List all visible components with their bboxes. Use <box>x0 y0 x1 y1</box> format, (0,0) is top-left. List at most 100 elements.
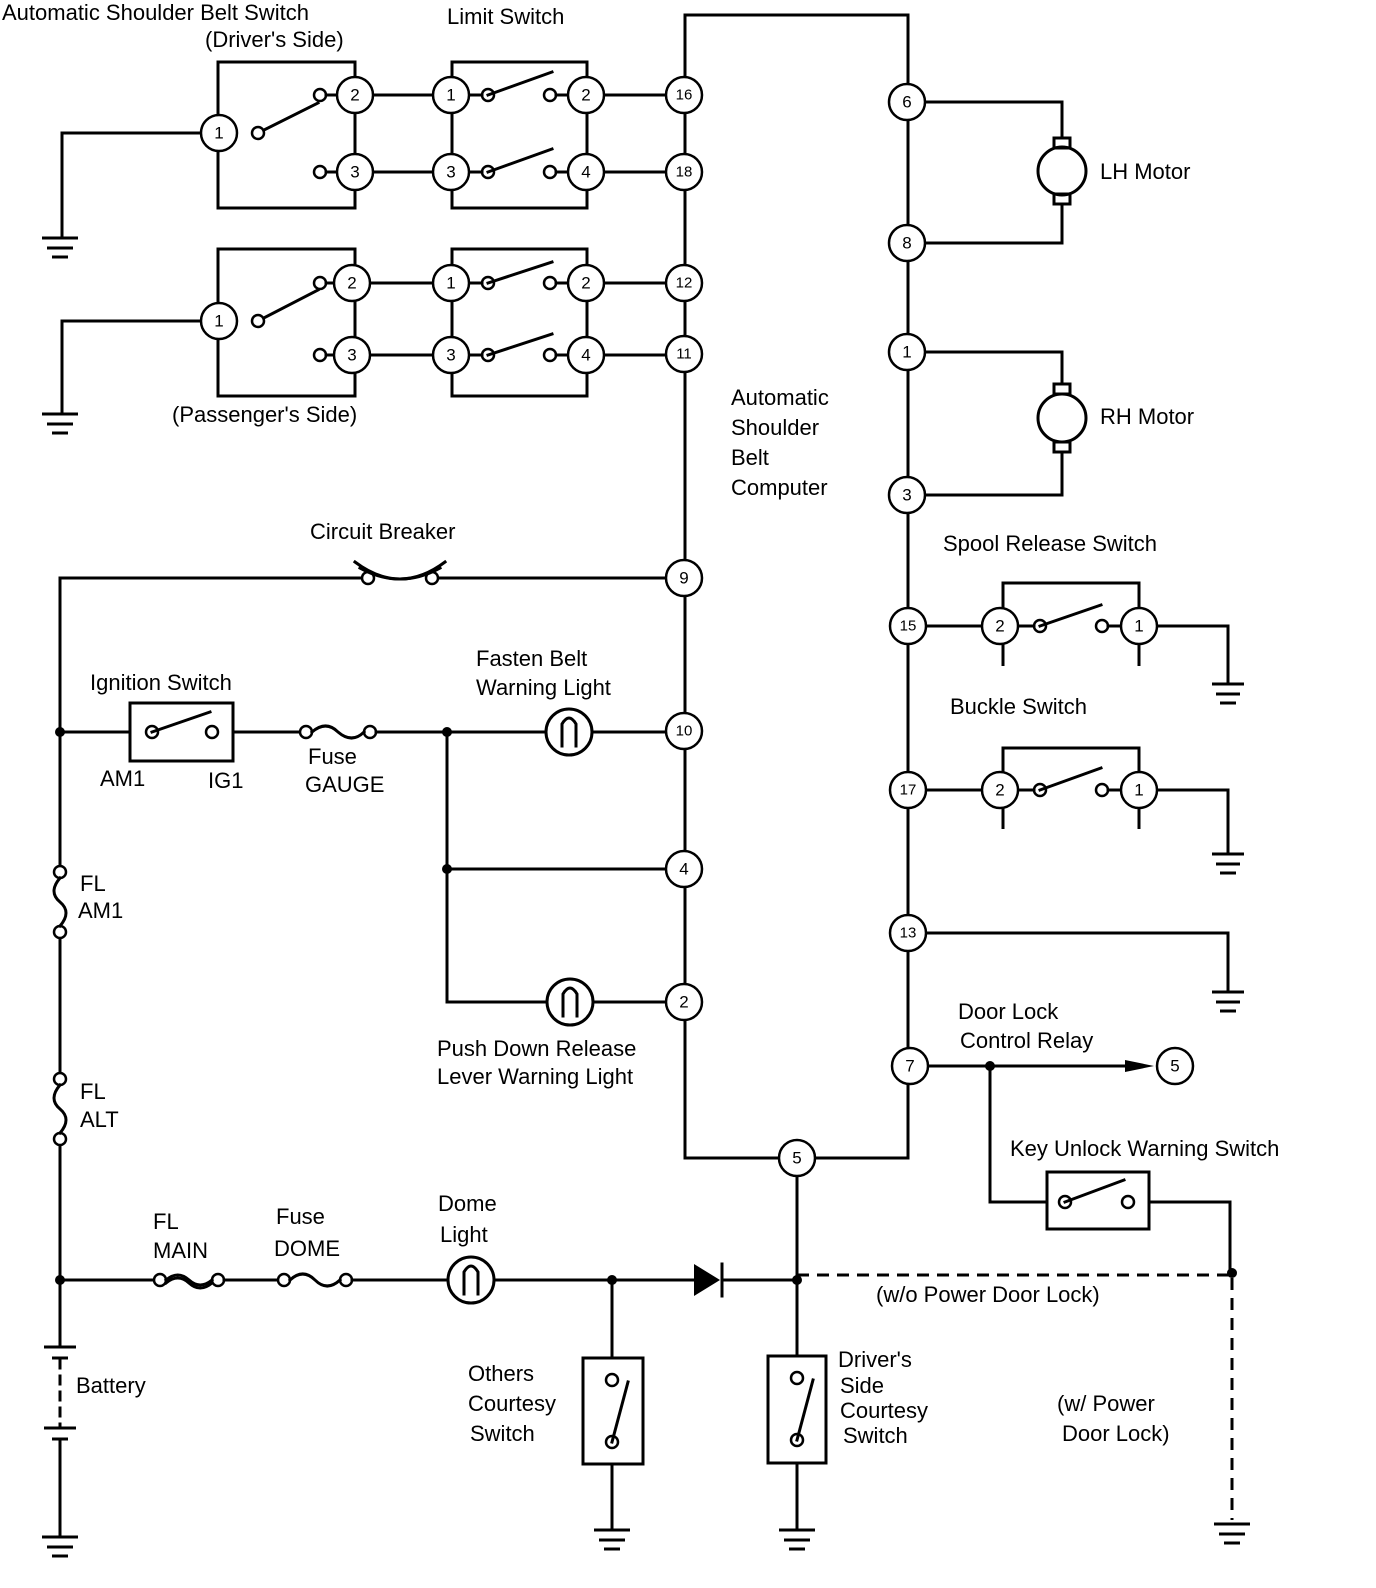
pin-connector: 16 <box>664 75 704 115</box>
dome-light <box>446 1255 496 1305</box>
ignition-switch-label: Ignition Switch <box>90 670 232 695</box>
pin-connector: 9 <box>664 558 704 598</box>
pin-connector: 3 <box>887 475 927 515</box>
buckle-switch-label: Buckle Switch <box>950 694 1087 719</box>
pin-connector: 8 <box>887 223 927 263</box>
pin-connector: 4 <box>566 152 606 192</box>
pin-connector: 1 <box>199 301 239 341</box>
svg-text:9: 9 <box>679 569 688 588</box>
svg-text:4: 4 <box>581 346 590 365</box>
spool-ground-icon <box>1212 682 1244 705</box>
lh-motor-label: LH Motor <box>1100 159 1190 184</box>
pin-connector: 4 <box>566 335 606 375</box>
pin-connector: 12 <box>664 263 704 303</box>
svg-text:15: 15 <box>900 618 917 635</box>
pin-connector: 7 <box>890 1046 930 1086</box>
fuse-dome-label: DOME <box>274 1236 340 1261</box>
pin-connector: 2 <box>335 75 375 115</box>
fuse-gauge <box>298 724 378 740</box>
fl-main <box>152 1272 226 1290</box>
computer-label: Automatic <box>731 385 829 410</box>
push-down-release-warning-light <box>545 977 595 1027</box>
lh-motor <box>906 100 1088 245</box>
door-lock-relay-label: Door Lock <box>958 999 1059 1024</box>
pin-connector: 5 <box>777 1138 817 1178</box>
pin-connector: 2 <box>566 263 606 303</box>
pin-connector: 17 <box>888 770 928 810</box>
svg-text:1: 1 <box>446 274 455 293</box>
pin-connector: 6 <box>887 82 927 122</box>
push-down-release-label: Push Down Release <box>437 1036 636 1061</box>
fasten-belt-warning-light <box>544 707 594 757</box>
fuse-gauge-label: GAUGE <box>305 772 384 797</box>
svg-text:4: 4 <box>679 860 688 879</box>
svg-text:2: 2 <box>581 86 590 105</box>
door-lock-control-relay <box>925 1060 1154 1072</box>
rh-motor-label: RH Motor <box>1100 404 1194 429</box>
fasten-belt-label: Fasten Belt <box>476 646 587 671</box>
ground-icon <box>42 412 78 435</box>
driver-courtesy-label: Switch <box>843 1423 908 1448</box>
pin-connector: 1 <box>431 75 471 115</box>
spool-release-switch <box>925 581 1230 684</box>
svg-text:5: 5 <box>1170 1057 1179 1076</box>
pin-connector: 1 <box>199 113 239 153</box>
passenger-shoulder-belt-switch <box>60 247 357 414</box>
others-courtesy-label: Others <box>468 1361 534 1386</box>
wo-power-door-lock-label: (w/o Power Door Lock) <box>876 1282 1100 1307</box>
fuse-dome-label: Fuse <box>276 1204 325 1229</box>
svg-text:2: 2 <box>995 781 1004 800</box>
fuse-gauge-label: Fuse <box>308 744 357 769</box>
ground-icon <box>1214 1522 1250 1545</box>
svg-text:13: 13 <box>900 925 917 942</box>
svg-text:2: 2 <box>679 993 688 1012</box>
dome-light-label: Light <box>440 1222 488 1247</box>
limit-switch-label: Limit Switch <box>447 4 564 29</box>
computer-ground-icon <box>1212 990 1244 1013</box>
svg-text:2: 2 <box>995 617 1004 636</box>
pin-connector: 2 <box>566 75 606 115</box>
svg-text:11: 11 <box>676 346 692 363</box>
driver-courtesy-label: Courtesy <box>840 1398 928 1423</box>
ground-icon <box>42 1535 78 1558</box>
key-unlock-warning-switch <box>988 1064 1232 1274</box>
pin-connector: 5 <box>1155 1046 1195 1086</box>
circuit-breaker <box>58 559 667 586</box>
battery-label: Battery <box>76 1373 146 1398</box>
driver-courtesy-switch <box>766 1354 828 1530</box>
w-power-door-lock-label: (w/ Power <box>1057 1391 1155 1416</box>
svg-text:7: 7 <box>905 1057 914 1076</box>
computer-label: Belt <box>731 445 769 470</box>
svg-text:3: 3 <box>350 163 359 182</box>
svg-text:8: 8 <box>902 234 911 253</box>
buckle-ground-icon <box>1212 852 1244 875</box>
am1-terminal-label: AM1 <box>100 766 145 791</box>
svg-text:3: 3 <box>446 346 455 365</box>
shoulder-belt-switch-label: Automatic Shoulder Belt Switch <box>2 0 309 25</box>
fl-alt <box>52 1071 68 1147</box>
svg-text:2: 2 <box>581 274 590 293</box>
driver-limit-switch <box>450 60 589 210</box>
svg-text:5: 5 <box>792 1149 801 1168</box>
fuse-dome <box>276 1272 354 1288</box>
others-courtesy-label: Switch <box>470 1421 535 1446</box>
fl-alt-label: FL <box>80 1079 106 1104</box>
computer-label: Computer <box>731 475 828 500</box>
push-down-release-label: Lever Warning Light <box>437 1064 633 1089</box>
fasten-belt-label: Warning Light <box>476 675 611 700</box>
pin-connector: 15 <box>888 606 928 646</box>
passenger-side-label: (Passenger's Side) <box>172 402 357 427</box>
pin-connector: 3 <box>431 335 471 375</box>
pin-connector: 18 <box>664 152 704 192</box>
pin-connector: 13 <box>888 913 928 953</box>
pin-connector: 1 <box>431 263 471 303</box>
svg-text:1: 1 <box>1134 781 1143 800</box>
svg-text:3: 3 <box>446 163 455 182</box>
driver-side-label: (Driver's Side) <box>205 27 344 52</box>
svg-text:1: 1 <box>902 343 911 362</box>
ground-icon <box>42 236 78 259</box>
svg-text:12: 12 <box>676 275 693 292</box>
rh-motor <box>906 350 1088 497</box>
svg-text:3: 3 <box>902 486 911 505</box>
